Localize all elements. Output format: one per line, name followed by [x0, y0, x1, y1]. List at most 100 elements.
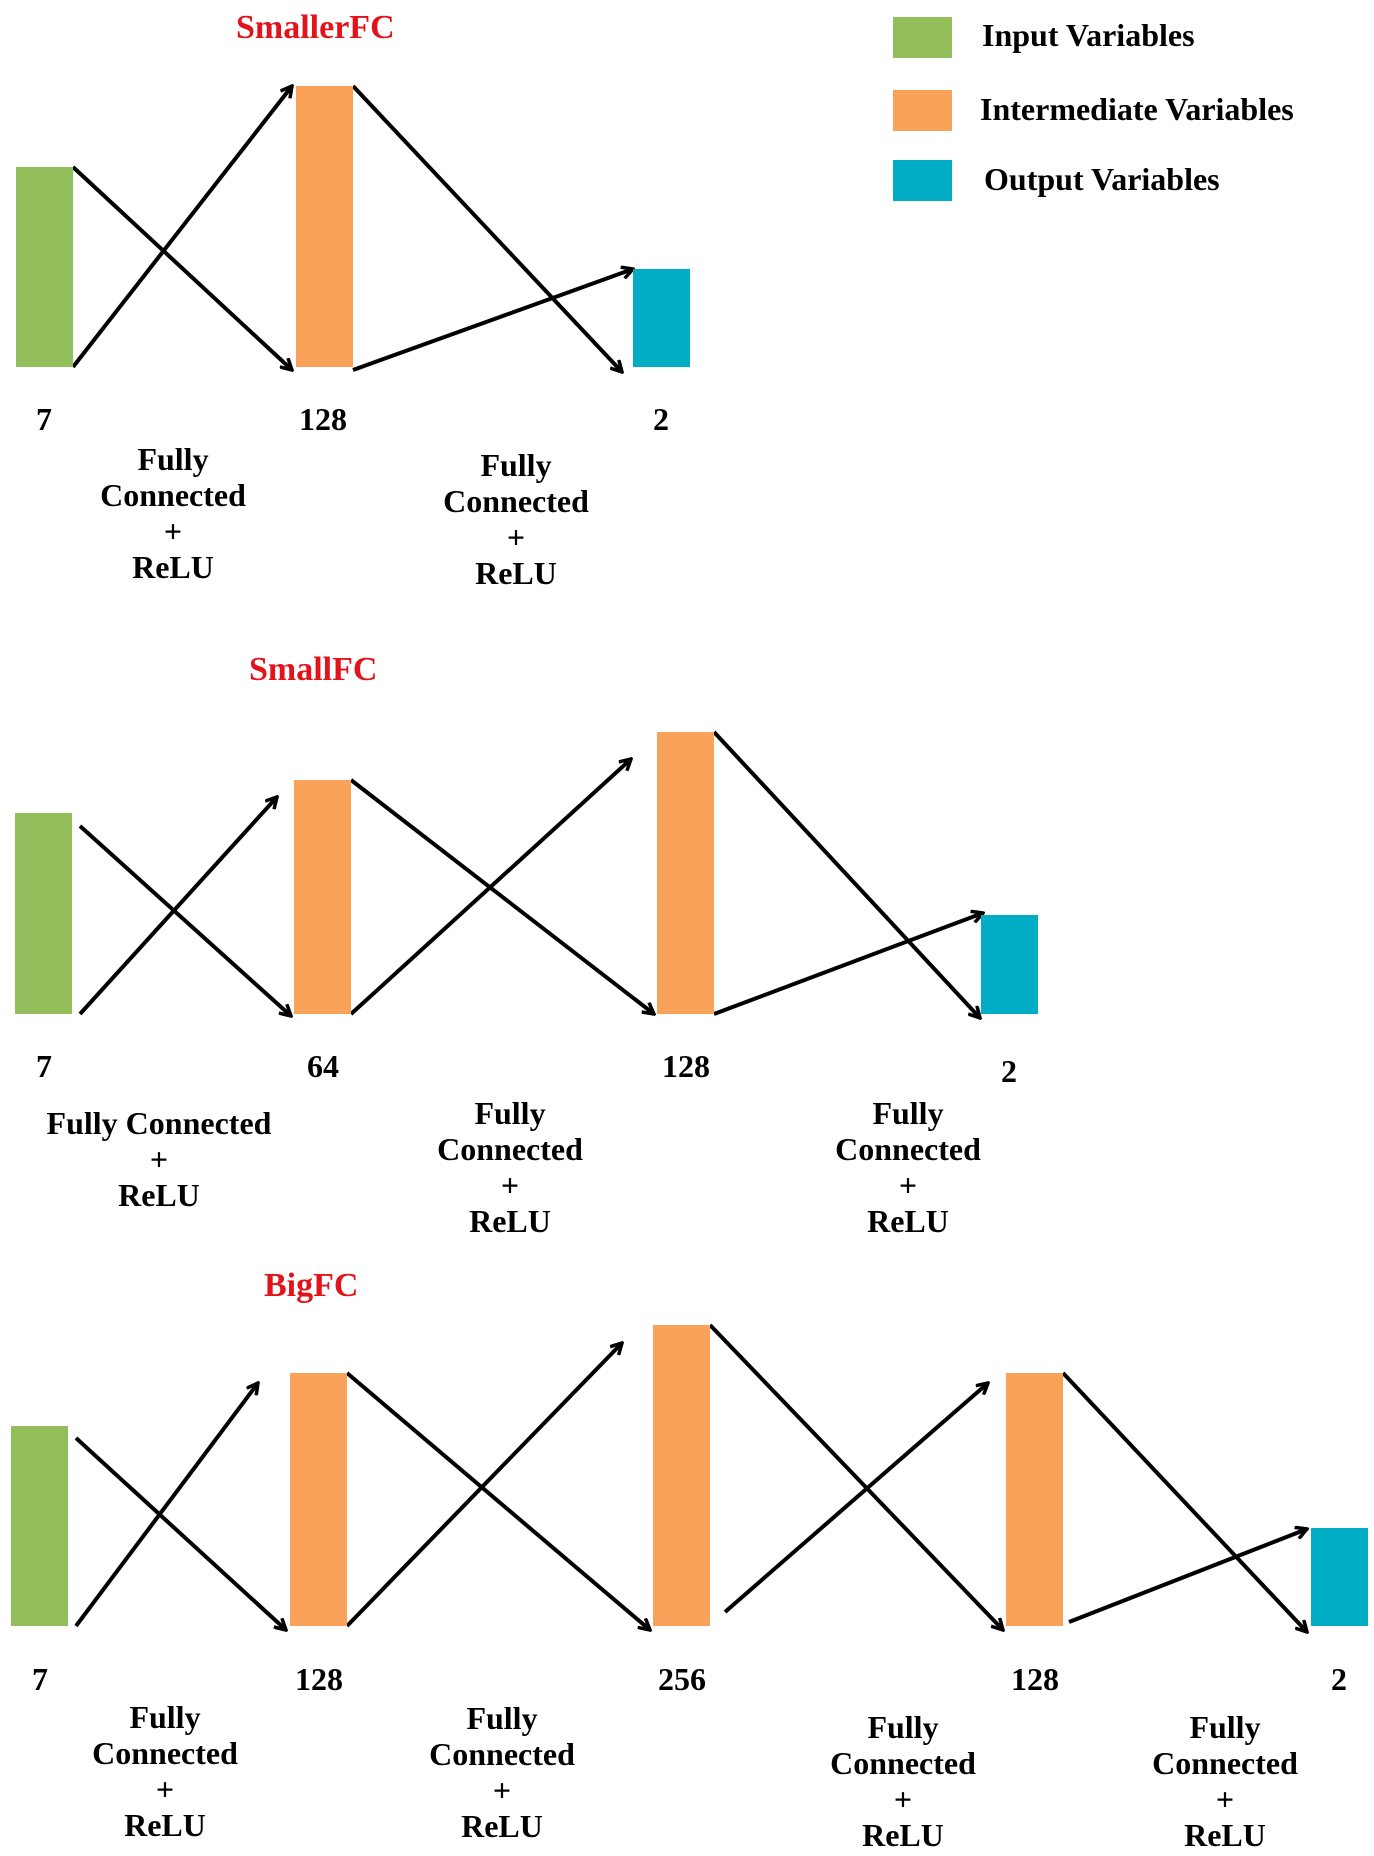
connection-arrow: [723, 1383, 988, 1614]
operation-label-line: Connected: [1152, 1745, 1298, 1781]
layer-size-label: 2: [653, 401, 669, 437]
operation-label-line: Connected: [92, 1735, 238, 1771]
legend-label: Output Variables: [984, 161, 1220, 197]
operation-label-line: Fully: [867, 1709, 938, 1745]
legend-label: Intermediate Variables: [980, 91, 1294, 127]
operation-label-line: +: [507, 519, 525, 555]
connection-arrow: [345, 1343, 622, 1628]
operation-label-line: +: [493, 1772, 511, 1808]
connection-arrow: [1068, 1529, 1307, 1624]
connection-arrow: [352, 269, 633, 372]
operation-label-line: Fully: [129, 1699, 200, 1735]
operation-label-line: Fully: [1189, 1709, 1260, 1745]
layer-box-input: [11, 1426, 68, 1626]
connection-arrow: [71, 86, 292, 369]
operation-label-line: Connected: [443, 483, 589, 519]
operation-label-line: Fully: [480, 447, 551, 483]
legend-swatch-output: [893, 160, 952, 201]
connection-arrow: [713, 913, 983, 1016]
connection-arrow: [78, 797, 277, 1016]
legend-swatch-intermediate: [893, 90, 952, 131]
legend-item-intermediate: Intermediate Variables: [893, 90, 1294, 131]
legend-swatch-input: [893, 17, 952, 58]
operation-label-line: Connected: [429, 1736, 575, 1772]
operation-label-line: ReLU: [469, 1203, 551, 1239]
connection-arrow: [78, 824, 291, 1016]
diagram-title: SmallerFC: [236, 9, 395, 46]
operation-label-line: ReLU: [1184, 1817, 1266, 1853]
operation-label-line: Fully: [137, 441, 208, 477]
operation-label-line: +: [899, 1167, 917, 1203]
layer-size-label: 7: [36, 401, 52, 437]
layer-box-intermediate: [290, 1373, 347, 1626]
layer-size-label: 128: [295, 1661, 343, 1697]
connection-arrow: [708, 1323, 1003, 1630]
operation-label-line: +: [501, 1167, 519, 1203]
layer-box-intermediate: [1006, 1373, 1063, 1626]
layer-size-label: 128: [1011, 1661, 1059, 1697]
operation-label-line: Connected: [100, 477, 246, 513]
connection-arrow: [712, 730, 980, 1018]
layer-size-label: 2: [1001, 1053, 1017, 1089]
operation-label-line: ReLU: [461, 1808, 543, 1844]
connection-arrow: [74, 1436, 286, 1630]
connection-arrow: [349, 778, 654, 1014]
connection-arrow: [74, 1383, 258, 1628]
operation-label-line: +: [156, 1771, 174, 1807]
operation-label-line: +: [150, 1141, 168, 1177]
operation-label: Fully Connected+ReLU: [47, 1105, 272, 1213]
diagram-title: BigFC: [264, 1267, 358, 1304]
legend-item-output: Output Variables: [893, 160, 1220, 201]
operation-label-line: ReLU: [862, 1817, 944, 1853]
connection-arrow: [349, 759, 631, 1016]
legend-item-input: Input Variables: [893, 17, 1195, 58]
layer-box-input: [16, 167, 73, 367]
connection-arrow: [345, 1371, 650, 1630]
layer-box-output: [633, 269, 690, 367]
operation-label-line: +: [894, 1781, 912, 1817]
operation-label-line: Fully: [474, 1095, 545, 1131]
operation-label-line: +: [164, 513, 182, 549]
layer-size-label: 7: [36, 1048, 52, 1084]
layer-size-label: 2: [1331, 1661, 1347, 1697]
layer-size-label: 128: [299, 401, 347, 437]
operation-label-line: Connected: [437, 1131, 583, 1167]
operation-label-line: +: [1216, 1781, 1234, 1817]
connection-arrow: [1061, 1371, 1307, 1632]
operation-label-line: ReLU: [124, 1807, 206, 1843]
layer-box-intermediate: [657, 732, 714, 1014]
operation-label-line: ReLU: [867, 1203, 949, 1239]
layer-box-intermediate: [653, 1325, 710, 1626]
layer-box-input: [15, 813, 72, 1014]
layer-box-intermediate: [294, 780, 351, 1014]
operation-label-line: Connected: [830, 1745, 976, 1781]
legend-label: Input Variables: [982, 17, 1195, 53]
operation-label-line: Fully: [466, 1700, 537, 1736]
layer-size-label: 7: [32, 1661, 48, 1697]
diagram-title: SmallFC: [249, 651, 377, 688]
operation-label-line: Fully: [872, 1095, 943, 1131]
layer-box-intermediate: [296, 86, 353, 367]
operation-label-line: Fully Connected: [47, 1105, 272, 1141]
operation-label-line: ReLU: [475, 555, 557, 591]
layer-size-label: 64: [307, 1048, 339, 1084]
operation-label-line: Connected: [835, 1131, 981, 1167]
layer-box-output: [1311, 1528, 1368, 1626]
operation-label-line: ReLU: [132, 549, 214, 585]
layer-box-output: [981, 915, 1038, 1014]
connection-arrow: [71, 165, 292, 370]
connection-arrow: [351, 84, 622, 372]
